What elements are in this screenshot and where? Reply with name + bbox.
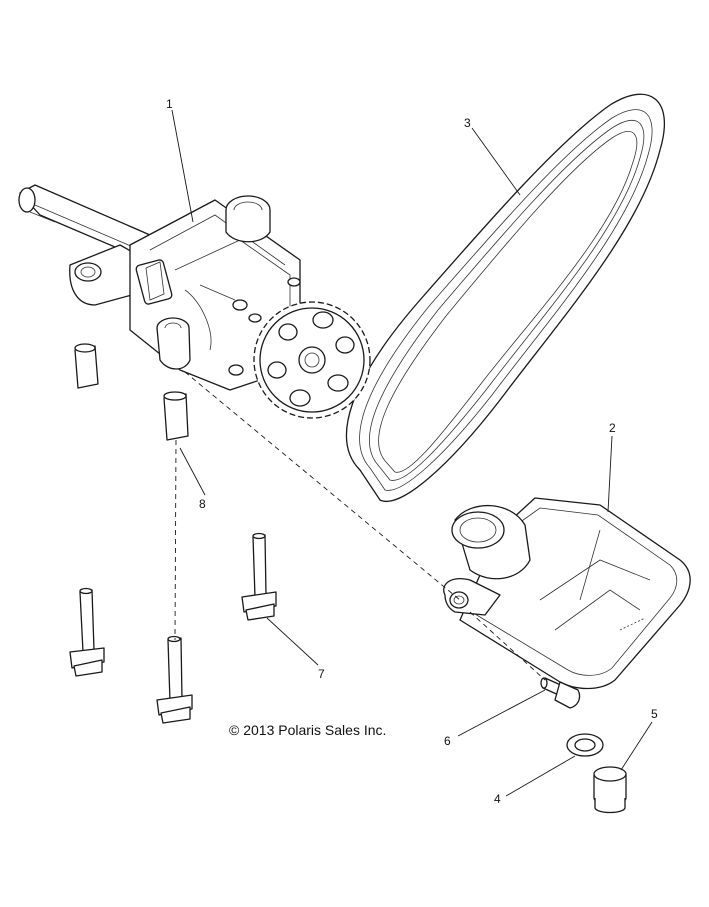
- drain-plug: [593, 766, 627, 814]
- dowel-pin-upper: [74, 343, 99, 389]
- callout-3: 3: [464, 116, 471, 130]
- leader-lines: [171, 109, 653, 797]
- oil-strainer: [443, 497, 691, 690]
- drive-belt: [346, 93, 665, 502]
- assembly-lines: [174, 371, 546, 681]
- callout-7: 7: [318, 667, 325, 681]
- bolt-lower: [156, 635, 193, 724]
- callout-4: 4: [494, 792, 501, 806]
- washer: [566, 733, 604, 757]
- dowel-pin-lower: [163, 391, 189, 441]
- callout-1: 1: [166, 97, 173, 111]
- pump-sprocket: [253, 301, 371, 419]
- callout-8: 8: [199, 497, 206, 511]
- bolt-center: [241, 532, 277, 621]
- callout-6: 6: [444, 734, 451, 748]
- copyright-notice: © 2013 Polaris Sales Inc.: [229, 722, 386, 738]
- callout-2: 2: [609, 421, 616, 435]
- callout-5: 5: [651, 707, 658, 721]
- screw: [540, 677, 581, 709]
- bolt-left: [69, 587, 105, 677]
- callouts: 1 2 3 4 5 6 7 8: [166, 97, 658, 806]
